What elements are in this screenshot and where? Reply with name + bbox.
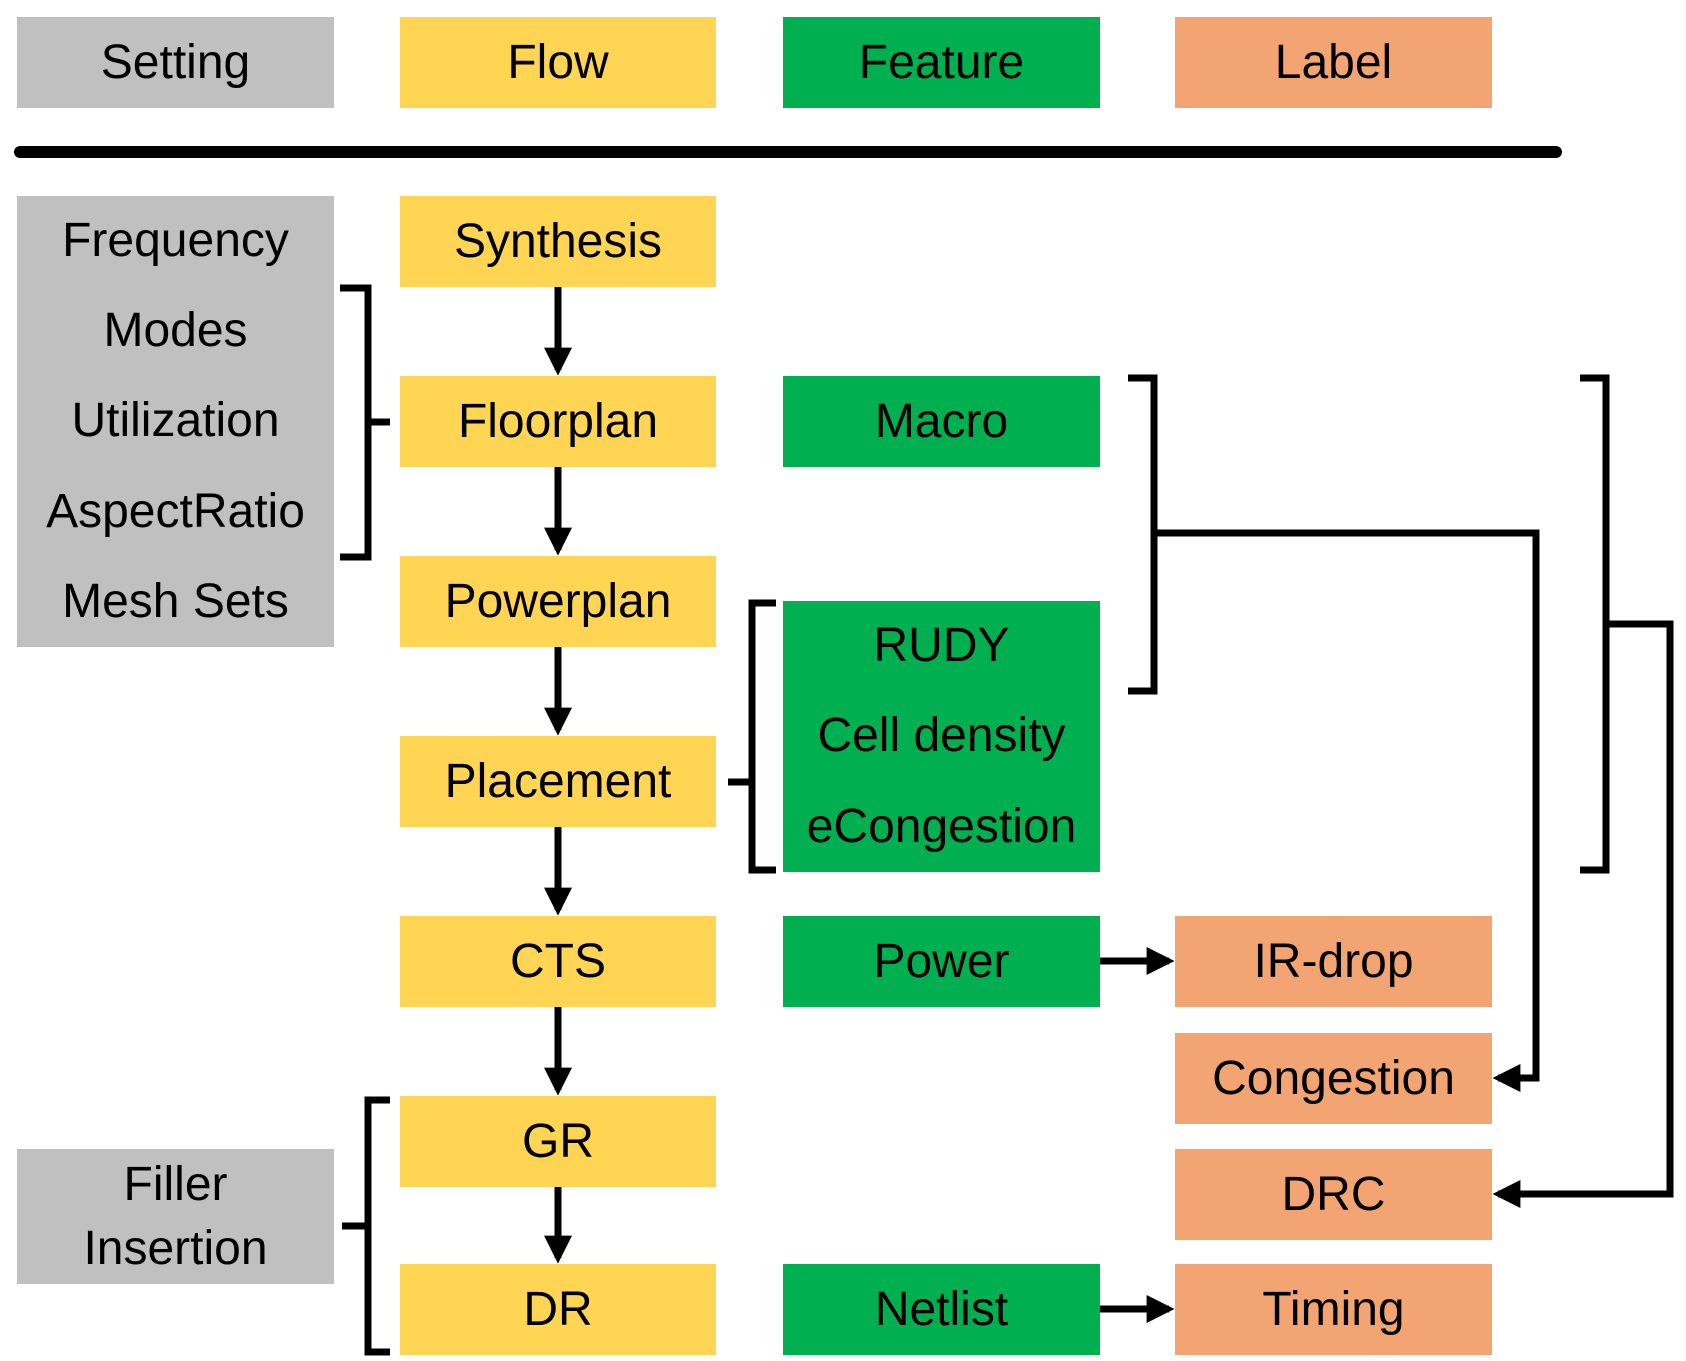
flow-floorplan: Floorplan <box>400 376 716 467</box>
feature-rudy: RUDY <box>873 619 1010 673</box>
feature-power: Power <box>783 916 1100 1007</box>
flow-dr: DR <box>400 1264 716 1355</box>
feature-macro: Macro <box>783 376 1100 467</box>
setting-filler: Filler <box>123 1157 228 1211</box>
setting-insertion: Insertion <box>83 1221 268 1275</box>
setting-frequency: Frequency <box>62 214 289 268</box>
bracket-placement-features <box>748 599 776 874</box>
bracket-filler <box>364 1096 390 1356</box>
feature-cell-density: Cell density <box>817 709 1066 763</box>
label-drc: DRC <box>1175 1149 1492 1240</box>
line-to-drc <box>1492 620 1674 1208</box>
label-congestion: Congestion <box>1175 1033 1492 1124</box>
legend-label: Label <box>1175 17 1492 108</box>
feature-econgestion: eCongestion <box>806 799 1077 853</box>
flow-gr: GR <box>400 1096 716 1187</box>
setting-modes: Modes <box>103 304 248 358</box>
feature-netlist: Netlist <box>783 1264 1100 1355</box>
bracket-settings-floorplan <box>340 284 372 561</box>
filler-insertion-box: Filler Insertion <box>17 1149 334 1284</box>
bracket-congestion <box>1128 374 1158 695</box>
setting-aspect-ratio: AspectRatio <box>46 484 305 538</box>
flow-cts: CTS <box>400 916 716 1007</box>
legend-feature: Feature <box>783 17 1100 108</box>
setting-utilization: Utilization <box>71 394 280 448</box>
label-timing: Timing <box>1175 1264 1492 1355</box>
floorplan-settings-box: Frequency Modes Utilization AspectRatio … <box>17 196 334 647</box>
legend-setting: Setting <box>17 17 334 108</box>
flow-placement: Placement <box>400 736 716 827</box>
setting-mesh-sets: Mesh Sets <box>62 574 289 628</box>
line-to-congestion <box>1154 529 1540 1092</box>
bracket-drc <box>1580 374 1610 874</box>
legend-flow: Flow <box>400 17 716 108</box>
feature-placement-box: RUDY Cell density eCongestion <box>783 601 1100 872</box>
flow-powerplan: Powerplan <box>400 556 716 647</box>
label-ir-drop: IR-drop <box>1175 916 1492 1007</box>
flow-synthesis: Synthesis <box>400 196 716 287</box>
